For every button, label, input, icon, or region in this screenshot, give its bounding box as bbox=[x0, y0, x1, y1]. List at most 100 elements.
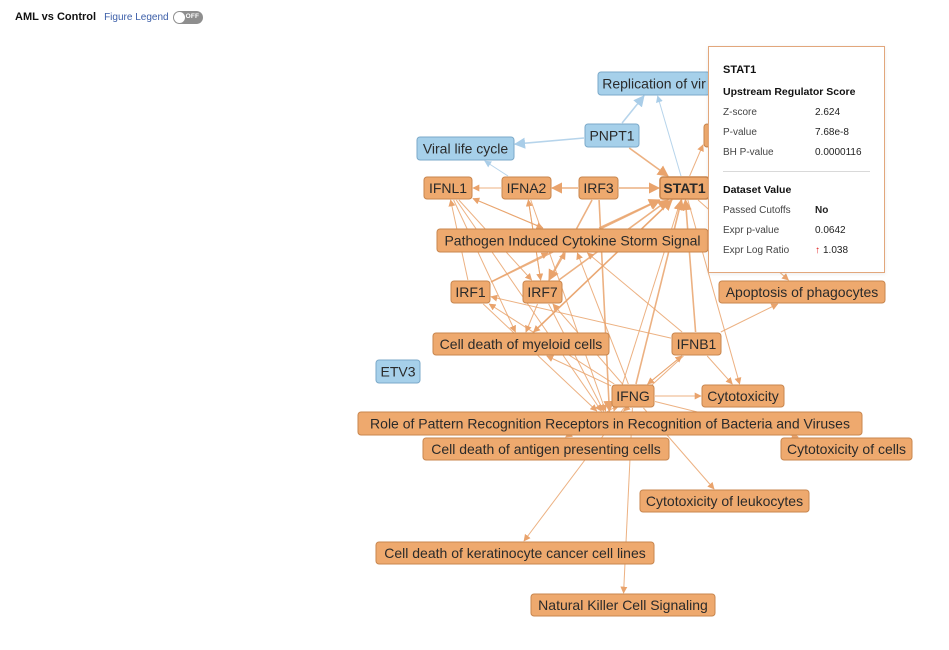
edge-pnpt1-to-stat1 bbox=[628, 147, 669, 177]
edge-irf7-to-celldeath_myeloid bbox=[525, 303, 539, 333]
node-label: IFNG bbox=[616, 388, 649, 404]
tooltip-key: Z-score bbox=[723, 107, 757, 118]
node-label: Cytotoxicity of cells bbox=[787, 441, 906, 457]
node-apoptosis[interactable]: Apoptosis of phagocytes bbox=[718, 280, 886, 304]
node-box bbox=[578, 176, 619, 200]
edge-ifng-to-nk bbox=[620, 407, 633, 594]
tooltip-row-expr-pvalue: Expr p-value 0.0642 bbox=[723, 225, 876, 239]
node-box bbox=[375, 541, 655, 565]
node-label: IRF7 bbox=[527, 284, 558, 300]
tooltip-section-dataset: Dataset Value bbox=[723, 184, 792, 196]
node-box bbox=[416, 136, 515, 161]
tooltip-key: Expr p-value bbox=[723, 225, 780, 236]
node-cytotox_leuk[interactable]: Cytotoxicity of leukocytes bbox=[639, 489, 810, 513]
edge-pnpt1-to-viral bbox=[513, 137, 585, 149]
edge-ifnl1-to-celldeath_myeloid bbox=[453, 199, 516, 333]
figure-legend-link[interactable]: Figure Legend bbox=[104, 11, 169, 23]
edge-irf7-to-prr bbox=[548, 303, 605, 412]
figure-legend-toggle[interactable]: OFF bbox=[172, 10, 203, 24]
node-ifnb1[interactable]: IFNB1 bbox=[671, 332, 722, 356]
node-cytotox_cells[interactable]: Cytotoxicity of cells bbox=[780, 437, 913, 461]
node-box bbox=[639, 489, 810, 513]
node-label: PNPT1 bbox=[589, 128, 634, 144]
tooltip-key: Passed Cutoffs bbox=[723, 205, 791, 216]
tooltip-section-score: Upstream Regulator Score bbox=[723, 86, 856, 98]
edge-stat1-to-hidden_top bbox=[689, 144, 704, 177]
toggle-knob bbox=[173, 11, 185, 23]
node-label: Viral life cycle bbox=[423, 141, 509, 157]
tooltip-row-pvalue: P-value 7.68e-8 bbox=[723, 127, 876, 141]
node-box bbox=[780, 437, 913, 461]
tooltip-value: 0.0642 bbox=[815, 225, 846, 236]
node-box bbox=[701, 384, 785, 408]
page-header: AML vs Control Figure Legend OFF bbox=[15, 9, 203, 25]
node-label: Cell death of myeloid cells bbox=[440, 336, 603, 352]
tooltip-value: 7.68e-8 bbox=[815, 127, 849, 138]
edge-ifnb1-to-apoptosis bbox=[720, 303, 779, 333]
node-label: Cytotoxicity bbox=[707, 388, 779, 404]
node-label: IFNB1 bbox=[677, 336, 717, 352]
node-prr[interactable]: Role of Pattern Recognition Receptors in… bbox=[357, 411, 863, 436]
edge-ifng-to-ifnb1 bbox=[647, 355, 683, 385]
node-label: Role of Pattern Recognition Receptors in… bbox=[370, 416, 850, 432]
node-pnpt1[interactable]: PNPT1 bbox=[584, 123, 640, 148]
page-title: AML vs Control bbox=[15, 11, 97, 23]
node-box bbox=[501, 176, 552, 200]
node-box bbox=[530, 593, 716, 617]
edge-ifnl1-to-pathogen bbox=[472, 198, 544, 229]
tooltip-divider bbox=[723, 171, 870, 172]
edge-ifnb1-to-cytotoxicity bbox=[706, 355, 733, 385]
edge-ifnb1-to-stat1 bbox=[680, 198, 697, 333]
node-etv3[interactable]: ETV3 bbox=[375, 359, 421, 384]
node-pathogen[interactable]: Pathogen Induced Cytokine Storm Signal bbox=[436, 228, 709, 253]
tooltip-row-passed-cutoffs: Passed Cutoffs No bbox=[723, 205, 876, 219]
edge-ifnb1-to-irf1 bbox=[490, 294, 672, 339]
toggle-label: OFF bbox=[185, 12, 200, 20]
edge-irf1-to-pathogen bbox=[490, 252, 549, 283]
node-box bbox=[450, 280, 491, 304]
node-irf3[interactable]: IRF3 bbox=[578, 176, 619, 200]
node-box bbox=[423, 176, 473, 200]
node-ifna2[interactable]: IFNA2 bbox=[501, 176, 552, 200]
node-replication[interactable]: Replication of vir bbox=[597, 71, 711, 96]
node-cytotoxicity[interactable]: Cytotoxicity bbox=[701, 384, 785, 408]
node-celldeath_apc[interactable]: Cell death of antigen presenting cells bbox=[422, 437, 670, 461]
node-box bbox=[611, 384, 655, 408]
edge-ifna2-to-viral bbox=[484, 160, 509, 177]
tooltip-row-expr-log-ratio: Expr Log Ratio ↑1.038 bbox=[723, 245, 876, 259]
node-stat1[interactable]: STAT1 bbox=[659, 176, 710, 200]
node-box bbox=[718, 280, 886, 304]
node-label: Replication of vir bbox=[602, 76, 706, 92]
node-irf7[interactable]: IRF7 bbox=[522, 280, 563, 304]
tooltip-row-zscore: Z-score 2.624 bbox=[723, 107, 876, 121]
edge-pnpt1-to-replication bbox=[621, 95, 645, 124]
node-ifnl1[interactable]: IFNL1 bbox=[423, 176, 473, 200]
tooltip-key: P-value bbox=[723, 127, 757, 138]
node-viral[interactable]: Viral life cycle bbox=[416, 136, 515, 161]
node-box bbox=[584, 123, 640, 148]
node-ifng[interactable]: IFNG bbox=[611, 384, 655, 408]
node-label: Cell death of antigen presenting cells bbox=[431, 441, 661, 457]
tooltip-row-bh-pvalue: BH P-value 0.0000116 bbox=[723, 147, 876, 161]
tooltip-value: 0.0000116 bbox=[815, 147, 862, 158]
node-label: Natural Killer Cell Signaling bbox=[538, 597, 708, 613]
node-box bbox=[671, 332, 722, 356]
node-label: Apoptosis of phagocytes bbox=[726, 284, 879, 300]
node-label: Pathogen Induced Cytokine Storm Signal bbox=[444, 233, 700, 249]
node-nk[interactable]: Natural Killer Cell Signaling bbox=[530, 593, 716, 617]
node-irf1[interactable]: IRF1 bbox=[450, 280, 491, 304]
node-box bbox=[522, 280, 563, 304]
node-label: IRF3 bbox=[583, 180, 614, 196]
node-label: Cell death of keratinocyte cancer cell l… bbox=[384, 545, 645, 561]
node-celldeath_myeloid[interactable]: Cell death of myeloid cells bbox=[432, 332, 610, 356]
edge-ifng-to-pathogen bbox=[576, 252, 629, 385]
tooltip-node-name: STAT1 bbox=[723, 64, 757, 76]
edge-ifng-to-celldeath_myeloid bbox=[546, 355, 612, 387]
node-celldeath_kera[interactable]: Cell death of keratinocyte cancer cell l… bbox=[375, 541, 655, 565]
tooltip-key: Expr Log Ratio bbox=[723, 245, 790, 256]
node-box bbox=[357, 411, 863, 436]
tooltip-value-text: 1.038 bbox=[823, 245, 849, 256]
arrow-up-icon: ↑ bbox=[815, 245, 820, 256]
tooltip-value: ↑1.038 bbox=[815, 245, 848, 256]
